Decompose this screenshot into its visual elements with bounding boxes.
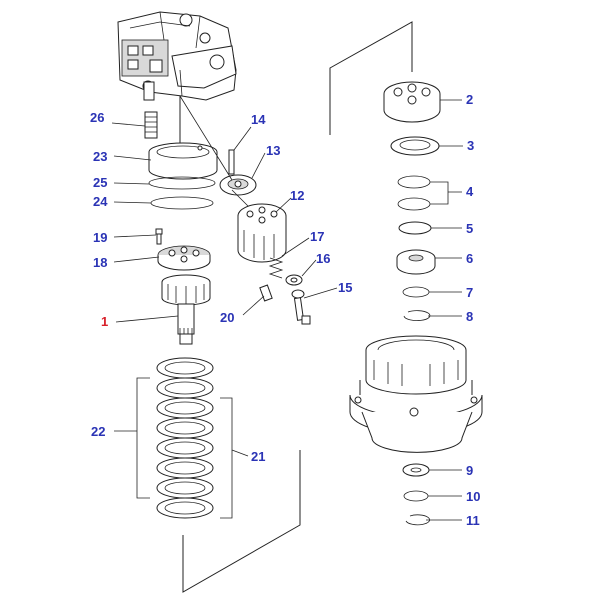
callout-7: 7: [466, 285, 473, 300]
motor-valve-block: [117, 11, 237, 101]
callout-16: 16: [316, 251, 330, 266]
callout-6: 6: [466, 251, 473, 266]
part-4-rings: [397, 175, 431, 211]
callout-leader-lines: [111, 99, 463, 521]
callout-17: 17: [310, 229, 324, 244]
part-18-valve-plate: [157, 245, 211, 271]
callout-5: 5: [466, 221, 473, 236]
part-25-o-ring: [148, 176, 216, 190]
callout-9: 9: [466, 463, 473, 478]
part-13-swash-plate: [219, 174, 257, 196]
callout-4: 4: [466, 184, 474, 199]
part-3-seal-ring: [390, 136, 440, 156]
part-16-washer: [285, 274, 303, 286]
part-8-snap-ring: [403, 310, 431, 322]
callout-22: 22: [91, 424, 105, 439]
callout-14: 14: [251, 112, 266, 127]
part-19-bolt: [155, 228, 163, 245]
callout-19: 19: [93, 230, 107, 245]
callout-labels: 1 2 3 4 5 6 7 8 9 10 11 12 13 14 15 16 1…: [90, 92, 480, 528]
callout-8: 8: [466, 309, 473, 324]
part-23-ring-housing: [148, 142, 218, 180]
callout-3: 3: [467, 138, 474, 153]
assembly-frame-lines: [179, 21, 413, 593]
callout-12: 12: [290, 188, 304, 203]
part-12-cylinder-block: [237, 203, 287, 263]
callout-20: 20: [220, 310, 234, 325]
motor-housing: [349, 335, 483, 453]
parts-21-22-brake-plate-stack: [136, 357, 233, 519]
part-24-o-ring: [150, 196, 214, 210]
callout-25: 25: [93, 175, 107, 190]
part-5-ring: [398, 221, 432, 235]
part-10-washer: [403, 490, 429, 502]
part-6-gear: [396, 249, 436, 275]
part-11-snap-ring: [405, 514, 431, 526]
callout-23: 23: [93, 149, 107, 164]
part-14-pin: [228, 149, 235, 175]
part-7-ring: [402, 286, 430, 298]
part-20-pin: [259, 284, 273, 302]
callout-1: 1: [101, 314, 108, 329]
callout-2: 2: [466, 92, 473, 107]
callout-24: 24: [93, 194, 108, 209]
callout-10: 10: [466, 489, 480, 504]
part-17-spring: [268, 257, 284, 279]
part-1-drive-shaft: [161, 274, 211, 345]
part-2-planet-carrier: [383, 81, 441, 123]
callout-13: 13: [266, 143, 280, 158]
callout-21: 21: [251, 449, 265, 464]
part-15-plug-bolt: [291, 289, 311, 325]
part-26-spring: [144, 111, 158, 139]
part-9-nut: [402, 463, 430, 477]
callout-11: 11: [466, 513, 480, 528]
callout-15: 15: [338, 280, 352, 295]
callout-26: 26: [90, 110, 104, 125]
callout-18: 18: [93, 255, 107, 270]
